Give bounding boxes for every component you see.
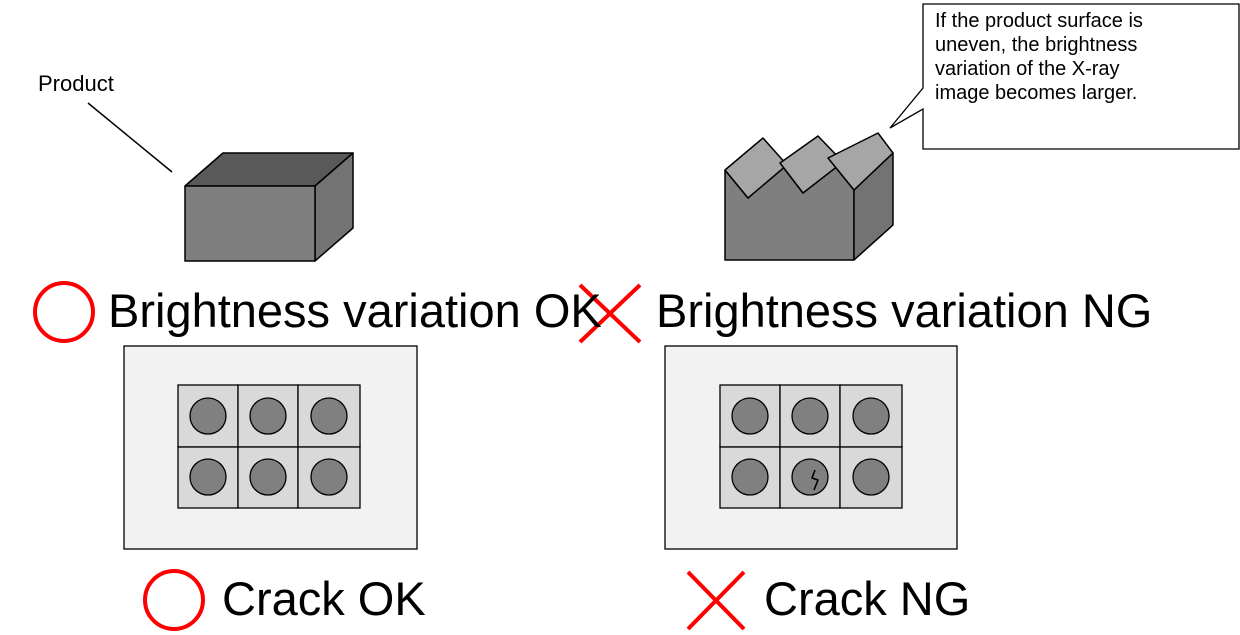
crack-ng-label: Crack NG xyxy=(764,572,971,625)
callout-bubble-outline xyxy=(889,3,1240,150)
crack-ok-label: Crack OK xyxy=(222,572,426,625)
xray-ok-pellet xyxy=(249,397,287,435)
brightness-ng-label: Brightness variation NG xyxy=(656,284,1153,337)
xray-ok-pellet xyxy=(310,397,348,435)
xray-ng-pellet-cracked xyxy=(791,458,829,496)
xray-ng-pellet xyxy=(731,397,769,435)
xray-ok-pellet xyxy=(249,458,287,496)
product-label: Product xyxy=(38,71,114,96)
uneven-box-facet-3 xyxy=(827,132,894,191)
xray-ok-pellet xyxy=(189,458,227,496)
xray-ok-pellets xyxy=(189,397,348,496)
uneven-product-box xyxy=(724,132,894,261)
callout-text: If the product surface is uneven, the br… xyxy=(935,10,1143,104)
crack-ok-mark-icon xyxy=(143,569,205,631)
crack-icon xyxy=(811,469,819,491)
xray-image-ng xyxy=(664,345,958,550)
xray-ng-pellets xyxy=(731,397,890,496)
xray-ng-pellet xyxy=(791,397,829,435)
brightness-ng-mark-icon xyxy=(578,283,642,344)
xray-ok-pellet xyxy=(310,458,348,496)
crack-ng-mark-icon xyxy=(686,570,746,631)
flat-product-box xyxy=(184,152,354,262)
flat-box-front-face xyxy=(184,185,316,262)
xray-ng-pellet xyxy=(852,397,890,435)
xray-ng-pellet xyxy=(731,458,769,496)
brightness-ok-mark-icon xyxy=(33,281,95,343)
xray-ng-pellet xyxy=(852,458,890,496)
product-leader-line xyxy=(87,102,173,173)
xray-ok-pellet xyxy=(189,397,227,435)
callout-bubble xyxy=(889,3,1240,150)
brightness-ok-label: Brightness variation OK xyxy=(108,284,602,337)
xray-image-ok xyxy=(123,345,418,550)
